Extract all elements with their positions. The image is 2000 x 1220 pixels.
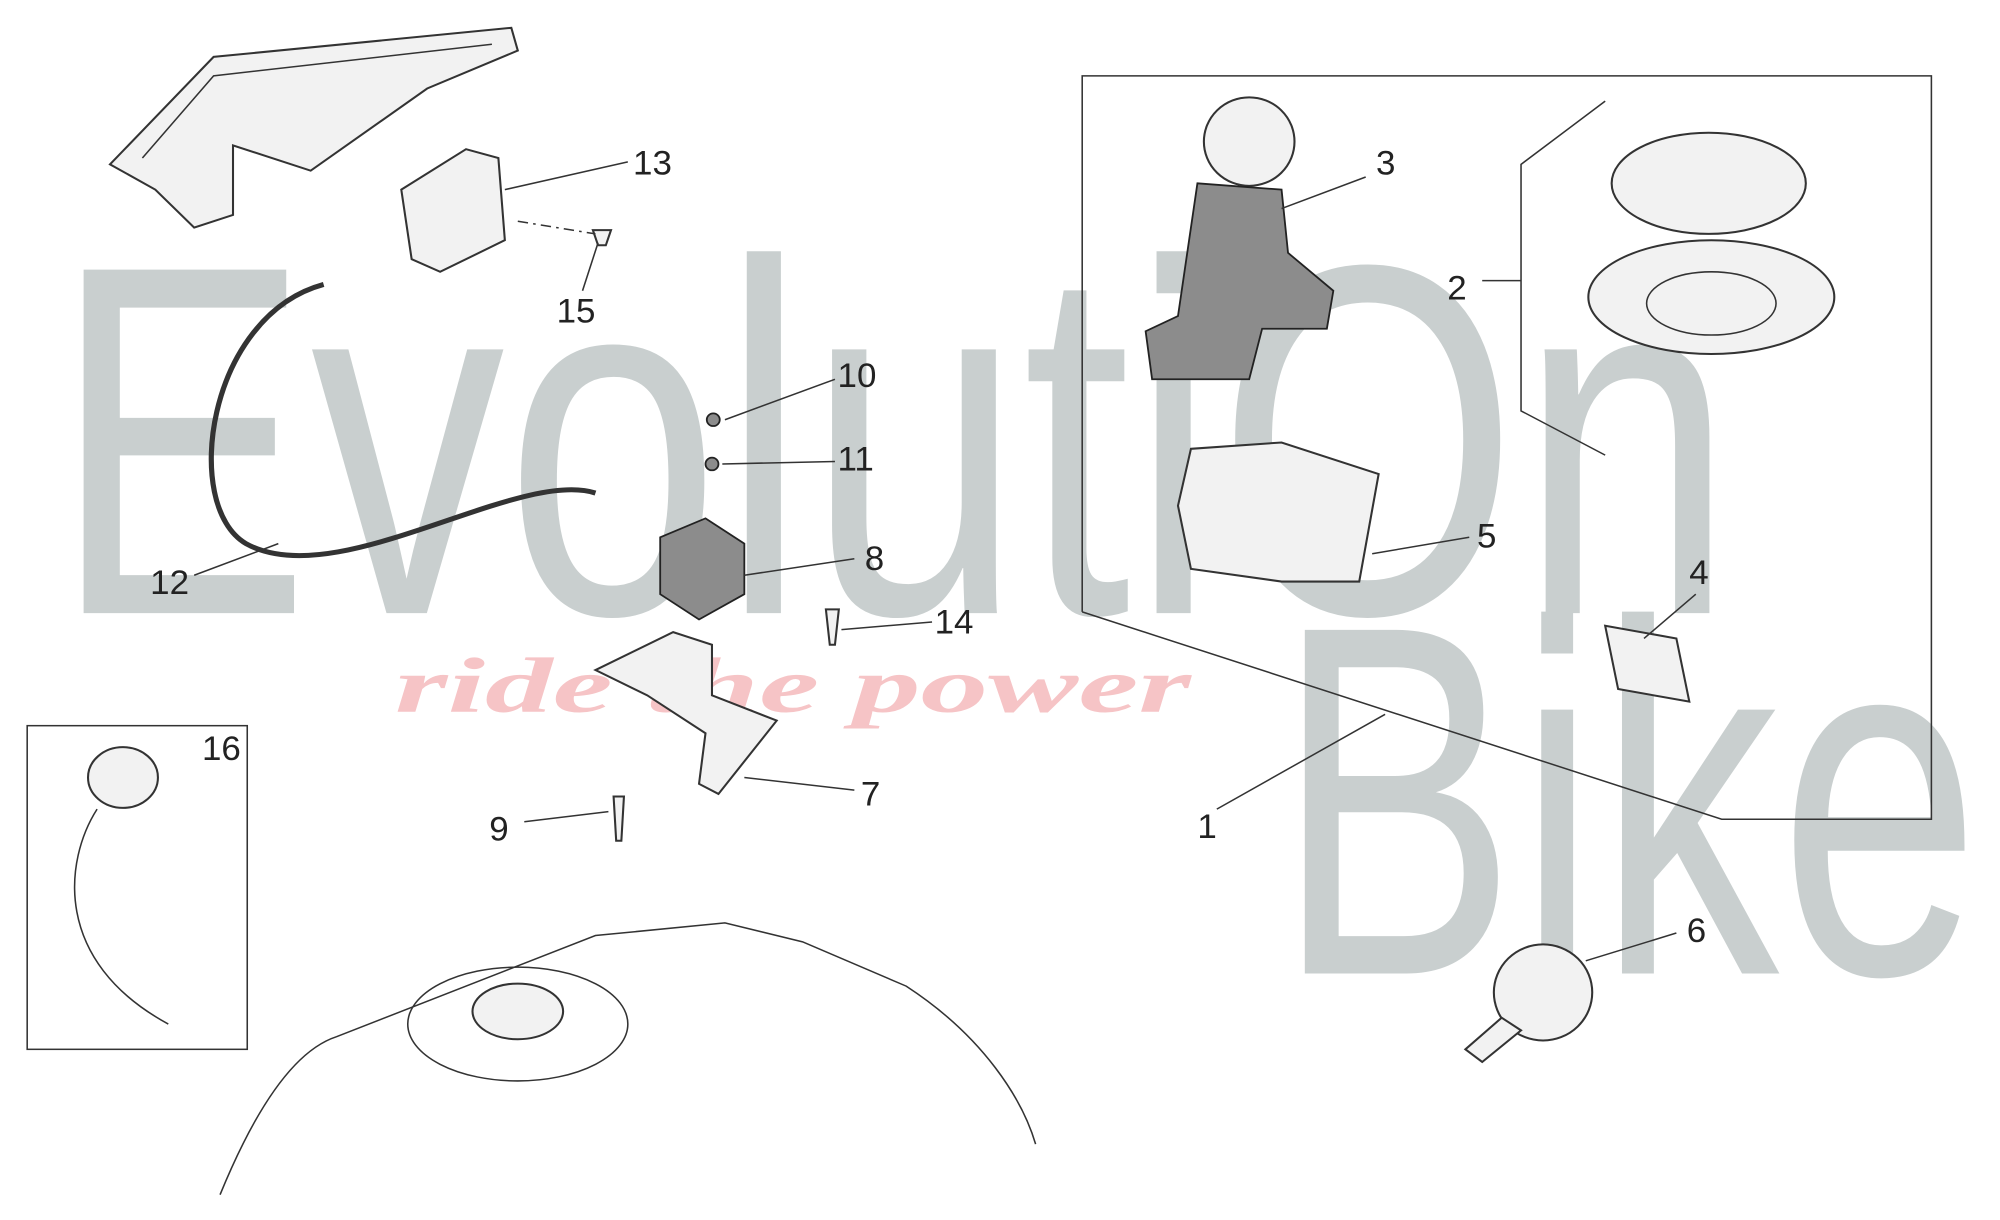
watermark: EvolutiOn Bike ride the power [52, 162, 1981, 1081]
key-6 [1463, 943, 1594, 1064]
screw-15 [591, 229, 613, 247]
callout-11: 11 [838, 441, 874, 479]
watermark-line2: Bike [1275, 522, 1981, 1080]
nut-10 [705, 412, 721, 427]
fuel-cap-2 [1587, 131, 1836, 356]
callout-1: 1 [1197, 809, 1216, 847]
callout-4: 4 [1689, 554, 1708, 592]
latch-13 [400, 148, 506, 273]
callout-7: 7 [861, 776, 880, 814]
callout-5: 5 [1477, 518, 1496, 556]
seat-frame [108, 26, 520, 229]
callout-8: 8 [865, 541, 884, 579]
callout-10: 10 [838, 357, 877, 395]
leader-lines [193, 161, 1697, 962]
callout-3: 3 [1376, 145, 1395, 183]
kit-bracket-2 [1520, 100, 1606, 456]
lock-cylinder-4 [1603, 624, 1691, 703]
fuel-tank [219, 922, 1037, 1195]
callout-12: 12 [150, 565, 189, 603]
bracket-7 [593, 631, 779, 796]
watermark-slogan: ride the power [395, 643, 1193, 730]
callout-15: 15 [557, 293, 596, 331]
washer-11 [704, 456, 720, 472]
screw-9 [612, 795, 626, 842]
sensor-16 [73, 746, 169, 1025]
bolt-14 [824, 608, 840, 646]
kit-box-1 [1081, 75, 1933, 820]
watermark-line1: EvolutiOn [52, 162, 1735, 720]
cable-12 [208, 282, 597, 559]
callout-2: 2 [1447, 270, 1466, 308]
callout-6: 6 [1687, 912, 1706, 950]
actuator-8 [659, 517, 746, 621]
callout-14: 14 [935, 604, 974, 642]
ignition-switch-3 [1144, 96, 1335, 381]
lock-set-5 [1176, 441, 1380, 583]
inset-box-16 [26, 724, 249, 1051]
callout-16: 16 [202, 730, 241, 768]
callout-13: 13 [633, 145, 672, 183]
callout-9: 9 [489, 811, 508, 849]
